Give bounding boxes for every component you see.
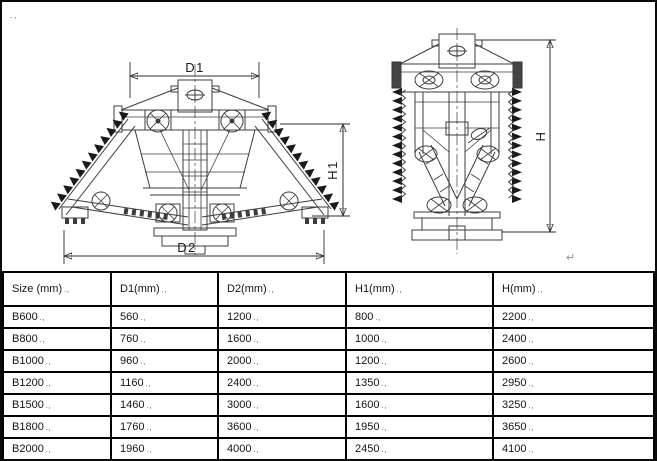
table-cell: B1000., [2, 349, 112, 373]
teeth-left-slope [50, 111, 129, 211]
table-header-cell: H(mm)., [492, 271, 655, 307]
table-row: B1200.,1160.,2400.,1350.,2950., [2, 371, 655, 395]
table-cell: 1160., [110, 371, 219, 395]
table-cell: 1760., [110, 415, 219, 439]
table-cell: 2400., [217, 371, 347, 395]
table-cell: 800., [345, 305, 494, 329]
table-cell: 2950., [492, 371, 655, 395]
table-cell: 3600., [217, 415, 347, 439]
table-cell: 2600., [492, 349, 655, 373]
table-row: B1000.,960.,2000.,1200.,2600., [2, 349, 655, 373]
table-header-cell: H1(mm)., [345, 271, 494, 307]
red-zigzag-left [399, 89, 407, 199]
table-cell: 1960., [110, 437, 219, 459]
table-cell: 3250., [492, 393, 655, 417]
table-cell: B2000., [2, 437, 112, 459]
table-cell: 760., [110, 327, 219, 351]
table-cell: 3650., [492, 415, 655, 439]
table-cell: 960., [110, 349, 219, 373]
table-cell: 1950., [345, 415, 494, 439]
table-row: B1800.,1760.,3600.,1950.,3650., [2, 415, 655, 439]
table-cell: 1600., [345, 393, 494, 417]
table-cell: 2000., [217, 349, 347, 373]
table-row: B1500.,1460.,3000.,1600.,3250., [2, 393, 655, 417]
table-row: B600.,560.,1200.,800.,2200., [2, 305, 655, 329]
table-cell: 1460., [110, 393, 219, 417]
teeth-right-slope [261, 111, 340, 211]
front-view-drawing: D1 H1 D2 [50, 60, 350, 264]
table-header-cell: D1(mm)., [110, 271, 219, 307]
dimension-label-d1: D1 [185, 60, 205, 75]
technical-drawing: D1 H1 D2 [50, 28, 556, 264]
table-row: B2000.,1960.,4000.,2450.,4100., [2, 437, 655, 459]
table-cell: 4100., [492, 437, 655, 459]
table-cell: 560., [110, 305, 219, 329]
dimension-label-h: H [533, 131, 548, 142]
red-zigzag-right [507, 89, 515, 199]
table-cell: 3000., [217, 393, 347, 417]
table-cell: B800., [2, 327, 112, 351]
table-header-cell: Size (mm)., [2, 271, 112, 307]
dimension-label-d2: D2 [177, 240, 197, 255]
table-row: B800.,760.,1600.,1000.,2400., [2, 327, 655, 351]
side-view-drawing: H [391, 28, 556, 254]
table-cell: B1500., [2, 393, 112, 417]
table-cell: B600., [2, 305, 112, 329]
table-cell: 1200., [217, 305, 347, 329]
dimensions-table: Size (mm).,D1(mm).,D2(mm).,H1(mm).,H(mm)… [2, 271, 655, 459]
teeth-right-column [512, 88, 522, 203]
table-cell: 1200., [345, 349, 494, 373]
table-cell: 4000., [217, 437, 347, 459]
table-header-cell: D2(mm)., [217, 271, 347, 307]
table-cell: 2450., [345, 437, 494, 459]
table-body: B600.,560.,1200.,800.,2200.,B800.,760.,1… [2, 305, 655, 459]
table-cell: 1600., [217, 327, 347, 351]
table-header-row: Size (mm).,D1(mm).,D2(mm).,H1(mm).,H(mm)… [2, 271, 655, 307]
table-cell: 2400., [492, 327, 655, 351]
table-cell: B1800., [2, 415, 112, 439]
top-left-mark: ., [10, 11, 19, 20]
paragraph-return-icon: ↵ [566, 252, 576, 264]
table-cell: 1000., [345, 327, 494, 351]
teeth-left-column [392, 88, 402, 203]
table-cell: B1200., [2, 371, 112, 395]
dimension-label-h1: H1 [325, 160, 340, 180]
table-cell: 2200., [492, 305, 655, 329]
table-cell: 1350., [345, 371, 494, 395]
